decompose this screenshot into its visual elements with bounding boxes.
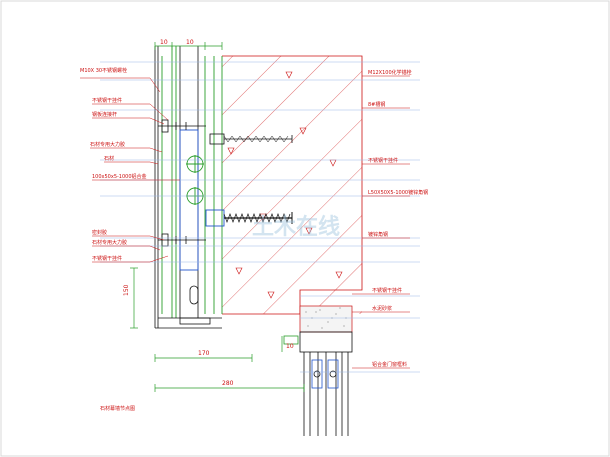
callout-left-6: 100x50x5-1000铝合金: [92, 173, 147, 180]
dim-170: 170: [198, 350, 210, 357]
callout-left-8: 石材专用大力胶: [92, 239, 127, 246]
callout-right-8: 铝合金门窗框料: [372, 361, 407, 368]
leader-lines-left: [80, 77, 180, 263]
dim-150: 150: [123, 284, 130, 296]
callout-right-2: 8#槽钢: [368, 101, 385, 108]
callout-left-7: 密封胶: [92, 229, 107, 236]
dim-top-2: 10: [186, 39, 194, 46]
callout-right-3: 不锈钢干挂件: [368, 157, 398, 164]
callout-right-4: L50X50X5-1000镀锌角钢: [368, 189, 428, 196]
callout-left-5: 石材: [104, 155, 114, 162]
callout-right-6: 不锈钢干挂件: [372, 287, 402, 294]
watermark-text: 土木在线: [252, 214, 340, 240]
callout-right-7: 水泥砂浆: [372, 305, 392, 312]
window-frame: [283, 331, 353, 436]
callout-left-9: 不锈钢干挂件: [92, 255, 122, 262]
callout-left-1: M10X 30不锈钢螺栓: [80, 67, 127, 74]
dimension-texts: 10 10 150 170 280 10: [123, 39, 294, 387]
mortar-sill: [299, 305, 353, 333]
dim-top-1: 10: [160, 39, 168, 46]
callout-left-2: 不锈钢干挂件: [92, 97, 122, 104]
anchor-bolt-lower: [205, 209, 293, 227]
oval-slot: [179, 285, 211, 325]
callout-left-3: 钢板连接杆: [92, 111, 117, 118]
anchor-bolt-upper: [209, 133, 293, 145]
steel-channel: [161, 46, 223, 318]
stone-bracket-bolts: [158, 119, 206, 247]
drawing-caption: 石材幕墙节点图: [100, 405, 135, 412]
concrete-wall: [222, 55, 363, 315]
dimension-lines: [130, 42, 305, 392]
callout-right-5: 镀锌角钢: [368, 231, 388, 238]
callouts-right: M12X100化学锚栓 8#槽钢 不锈钢干挂件 L50X50X5-1000镀锌角…: [368, 69, 428, 368]
leader-lines-right: [352, 75, 410, 369]
aluminium-profile: [179, 129, 204, 271]
stone-panel: [154, 46, 222, 329]
reference-lines: [100, 61, 420, 373]
callouts-left: M10X 30不锈钢螺栓 不锈钢干挂件 钢板连接杆 石材专用大力胶 石材 100…: [80, 67, 147, 262]
callout-right-1: M12X100化学锚栓: [368, 69, 412, 76]
callout-left-4: 石材专用大力胶: [90, 141, 125, 148]
dim-10: 10: [286, 343, 294, 350]
dim-280: 280: [222, 380, 234, 387]
